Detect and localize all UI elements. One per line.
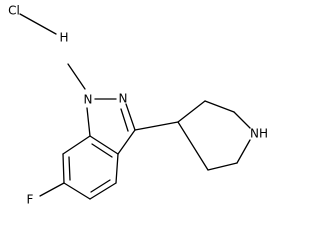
bond-pip-n-c6 (236, 139, 251, 164)
bond-c3-c3a (117, 129, 136, 155)
bond-n2-c3 (125, 103, 136, 131)
bond-pip-c2-n (233, 111, 251, 129)
atom-nitrogen-n1: N (84, 93, 93, 107)
molecule-structure: Cl H N N F NH (8, 4, 268, 207)
bond-c5-c6 (63, 182, 91, 200)
bond-c4-c5-inner (90, 179, 111, 193)
atom-hydrogen: H (59, 31, 68, 45)
bond-c7a-c3a-inner (91, 143, 113, 158)
atom-chlorine: Cl (8, 4, 20, 18)
atom-fluorine: F (27, 193, 34, 207)
bond-cl-h (19, 13, 57, 35)
bond-pip-c6-c5 (207, 162, 238, 171)
bond-c4-c5 (89, 182, 117, 200)
bond-c6-c7 (62, 153, 65, 184)
bond-n2-c3-double (120, 108, 129, 132)
bond-c3a-c4 (115, 153, 119, 184)
structure-canvas: Cl H N N F NH (8, 3, 268, 207)
bond-c7a-c3a (89, 135, 119, 155)
bond-c3-piperidine (134, 121, 179, 131)
bond-c7-c7a (62, 135, 91, 155)
bond-pip-c4-c3 (177, 100, 206, 123)
bond-c6-c7-inner (68, 156, 71, 181)
bond-pip-c3-c2 (204, 100, 235, 113)
bond-pip-c5-c4 (177, 121, 209, 171)
atom-piperidine-nh: NH (250, 127, 268, 141)
bond-c6-f (39, 182, 65, 197)
atom-nitrogen-n2: N (119, 92, 128, 106)
bond-n1-c7a (86, 107, 91, 137)
bond-n1-methyl (67, 63, 86, 90)
